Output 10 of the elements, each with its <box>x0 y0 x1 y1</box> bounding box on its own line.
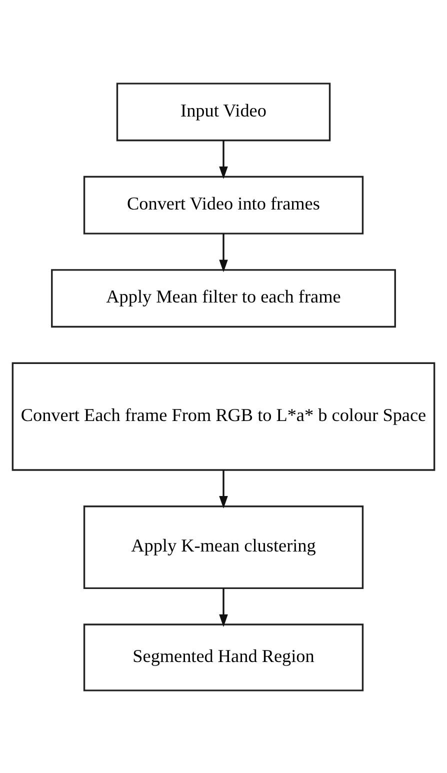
node-box: Apply Mean filter to each frame <box>51 268 396 328</box>
arrow <box>219 233 228 272</box>
node-box: Apply K-mean clustering <box>83 504 364 589</box>
node-box: Segmented Hand Region <box>83 623 364 691</box>
node-box: Input Video <box>116 82 331 141</box>
arrow <box>219 588 228 626</box>
node-box: Convert Video into frames <box>83 175 364 234</box>
arrow <box>219 470 228 508</box>
node-box: Convert Each frame From RGB to L*a* b colour Space <box>12 362 436 470</box>
arrow <box>219 140 228 179</box>
